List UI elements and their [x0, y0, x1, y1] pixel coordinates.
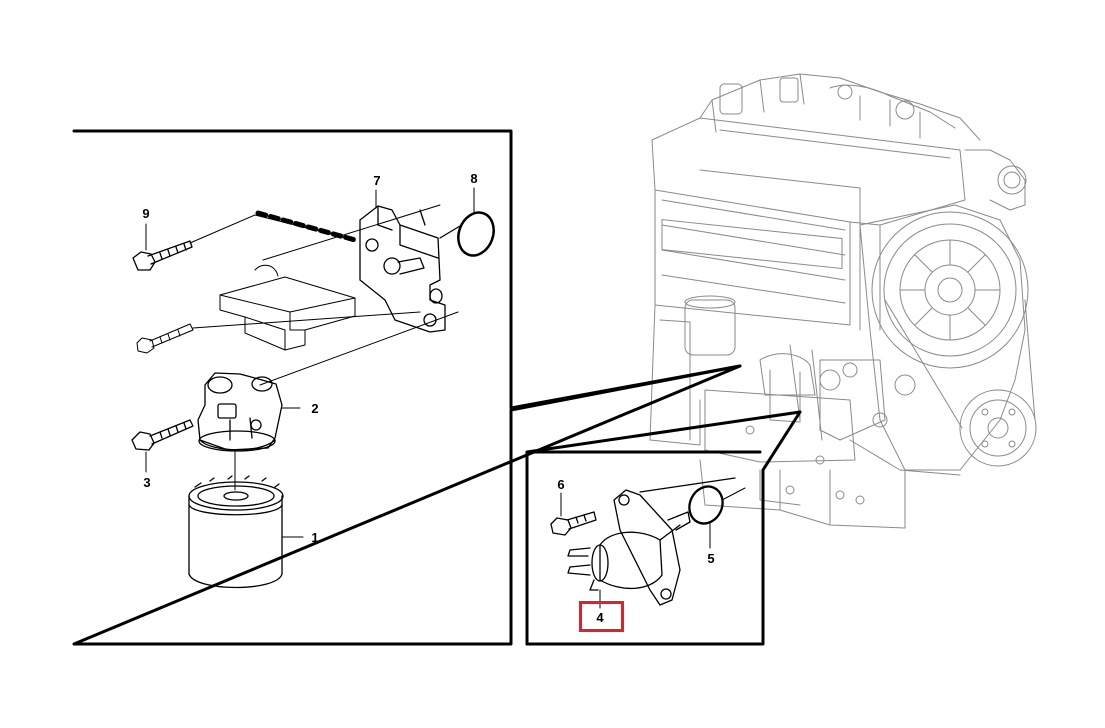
- callout-5: 5: [707, 551, 715, 566]
- filter-head-2: [197, 372, 283, 452]
- callout-8: 8: [470, 171, 478, 186]
- callout-3: 3: [143, 475, 151, 490]
- callout-2: 2: [311, 401, 319, 416]
- filter-1: [188, 475, 284, 589]
- bolt-small: [136, 323, 194, 354]
- callout-4: 4: [596, 610, 604, 625]
- o-ring-5: [688, 485, 724, 525]
- guide-plate: [219, 204, 441, 351]
- bolt-9: [132, 240, 193, 271]
- bolt-6: [550, 511, 597, 536]
- detail-frame-right: [525, 410, 802, 646]
- callout-9: 9: [142, 206, 150, 221]
- highlight-part-4[interactable]: [579, 601, 624, 632]
- o-ring-8: [457, 211, 495, 257]
- bolt-3: [131, 419, 194, 451]
- callout-7: 7: [373, 173, 381, 188]
- callout-6: 6: [557, 477, 565, 492]
- engine-illustration: [649, 73, 1037, 529]
- detail-frame-left: [72, 129, 742, 646]
- bracket-7: [359, 205, 461, 333]
- solenoid-4: [567, 477, 736, 606]
- callout-1: 1: [311, 530, 319, 545]
